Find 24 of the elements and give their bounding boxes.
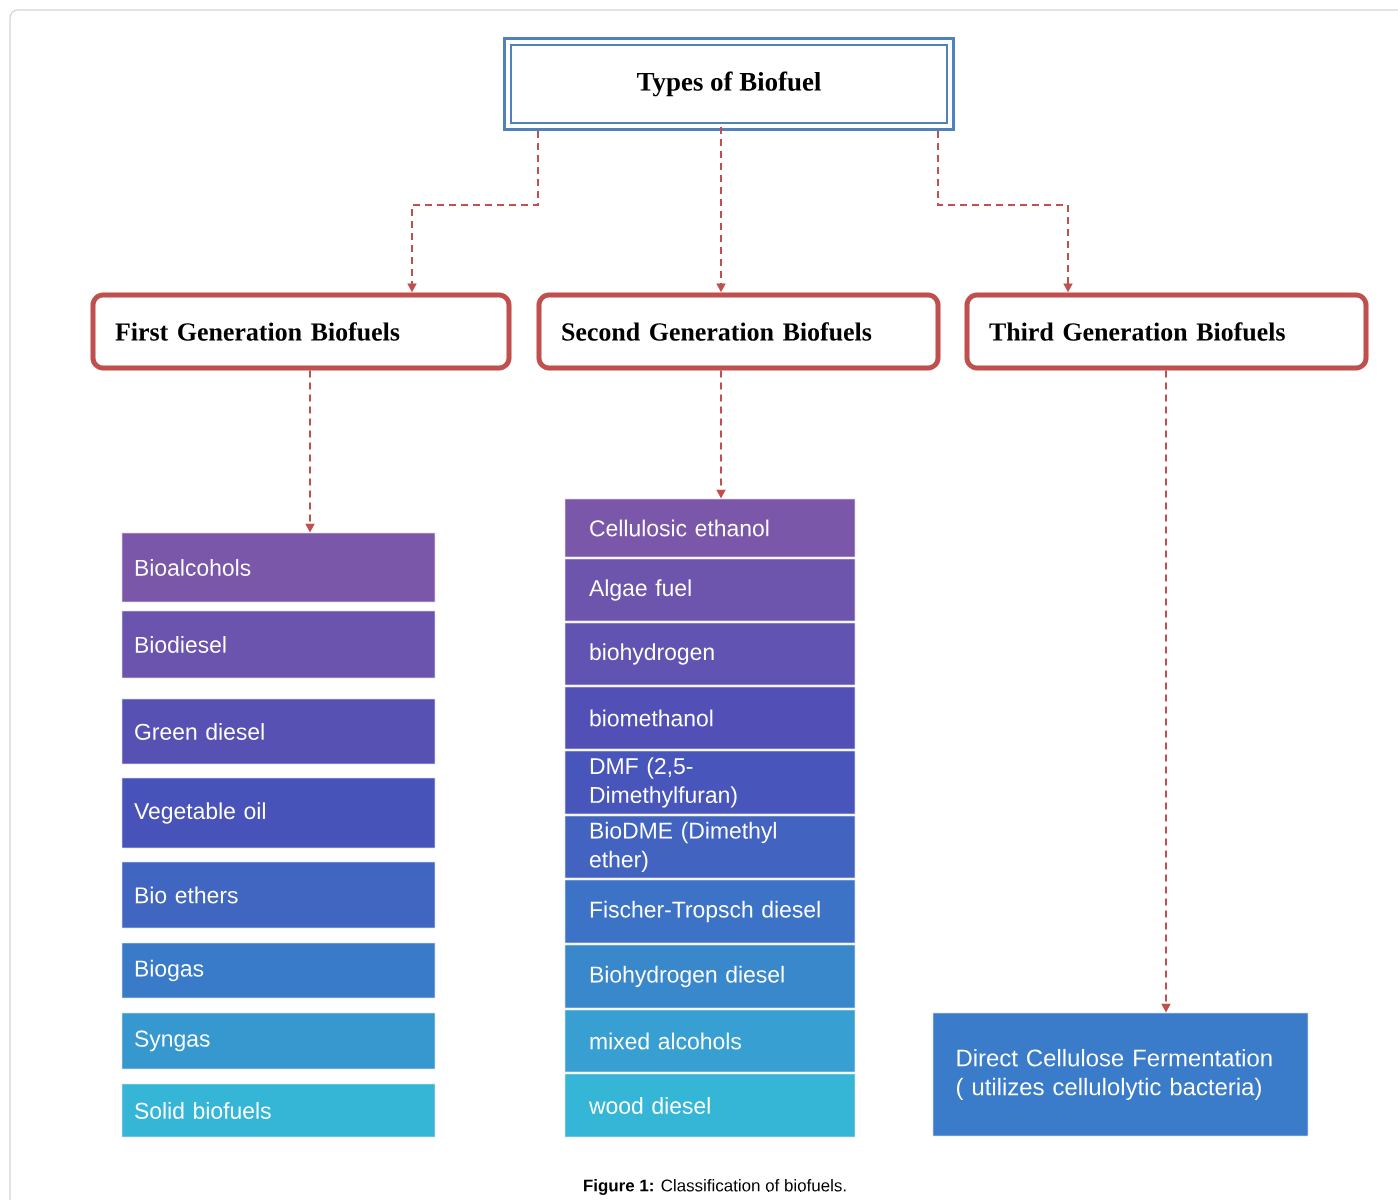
- fuel-box: Direct Cellulose Fermentation ( utilizes cellulolytic bacteria): [932, 1012, 1309, 1137]
- fuel-box: biohydrogen: [564, 622, 856, 686]
- fuel-box: Fischer-Tropsch diesel: [564, 879, 856, 944]
- fuel-box: Bioalcohols: [121, 532, 436, 603]
- figure-caption: Figure 1: Classification of biofuels.: [584, 1179, 846, 1195]
- category-box: Second Generation Biofuels: [536, 292, 941, 371]
- fuel-box: wood diesel: [564, 1073, 856, 1138]
- fuel-box: Biogas: [121, 942, 436, 999]
- fuel-box: Algae fuel: [564, 558, 856, 622]
- fuel-box: Syngas: [121, 1012, 436, 1070]
- fuel-box: Biodiesel: [121, 610, 436, 679]
- fuel-box: biomethanol: [564, 686, 856, 750]
- category-box: Third Generation Biofuels: [964, 292, 1369, 371]
- title-box: Types of Biofuel: [503, 37, 955, 131]
- fuel-box: Green diesel: [121, 698, 436, 765]
- fuel-box: Vegetable oil: [121, 777, 436, 849]
- fuel-box: mixed alcohols: [564, 1009, 856, 1073]
- fuel-box: Bio ethers: [121, 861, 436, 929]
- fuel-box: BioDME (Dimethyl ether): [564, 815, 856, 879]
- fuel-box: Biohydrogen diesel: [564, 944, 856, 1009]
- category-box: First Generation Biofuels: [90, 292, 512, 371]
- fuel-box: Cellulosic ethanol: [564, 498, 856, 558]
- fuel-box: Solid biofuels: [121, 1083, 436, 1138]
- fuel-box: DMF (2,5- Dimethylfuran): [564, 750, 856, 815]
